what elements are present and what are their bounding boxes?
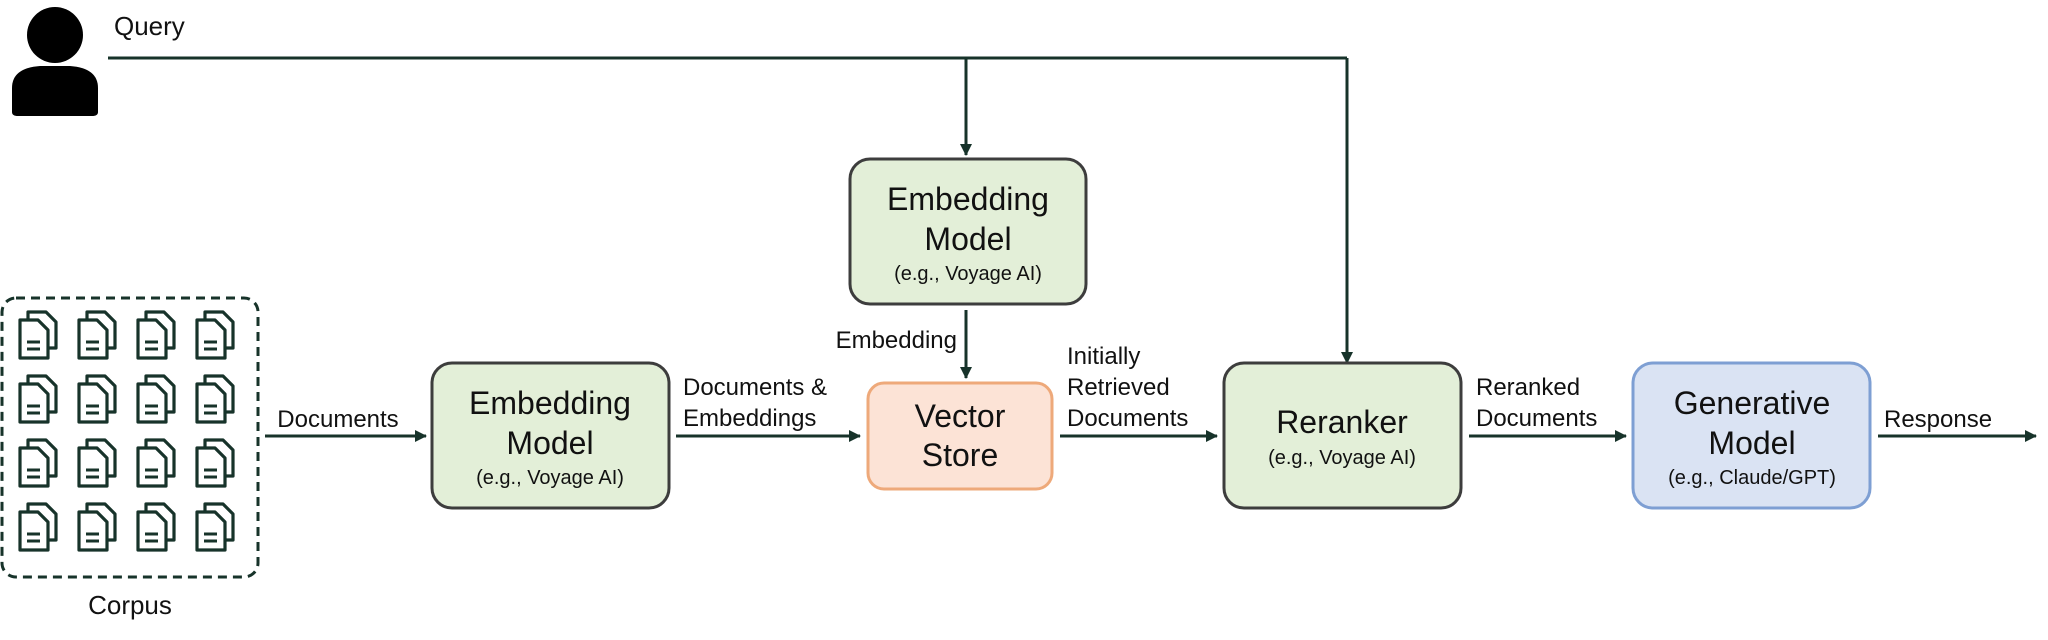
reranker-title: Reranker — [1276, 404, 1408, 440]
vector-store-title-2: Store — [922, 437, 998, 473]
reranked-label-2: Documents — [1476, 405, 1597, 432]
documents-label: Documents — [277, 406, 398, 433]
query-embedding-title-1: Embedding — [887, 181, 1049, 217]
document-stack-icon — [18, 310, 235, 552]
doc-embedding-subtitle: (e.g., Voyage AI) — [476, 467, 624, 489]
doc-embedding-title-1: Embedding — [469, 385, 631, 421]
corpus-border — [0, 296, 260, 579]
initially-label-3: Documents — [1067, 405, 1188, 432]
documents-embeddings-label-2: Embeddings — [683, 405, 816, 432]
generative-subtitle: (e.g., Claude/GPT) — [1668, 467, 1836, 489]
document-icon — [195, 438, 235, 488]
document-icon — [136, 310, 176, 360]
person-icon — [12, 7, 98, 116]
document-icon — [18, 374, 58, 424]
corpus-group — [0, 296, 260, 579]
generative-model-box: Generative Model (e.g., Claude/GPT) — [1631, 361, 1872, 510]
document-icon — [195, 310, 235, 360]
reranked-label-1: Reranked — [1476, 374, 1580, 401]
document-icon — [136, 502, 176, 552]
document-icon — [136, 438, 176, 488]
document-icon — [18, 502, 58, 552]
query-embedding-subtitle: (e.g., Voyage AI) — [894, 263, 1042, 285]
document-icon — [195, 502, 235, 552]
embedding-label: Embedding — [836, 327, 957, 354]
initially-label-2: Retrieved — [1067, 374, 1170, 401]
document-icon — [195, 374, 235, 424]
generative-title-2: Model — [1708, 425, 1795, 461]
documents-embeddings-label-1: Documents & — [683, 374, 827, 401]
reranker-subtitle: (e.g., Voyage AI) — [1268, 447, 1416, 469]
corpus-label: Corpus — [88, 590, 172, 620]
document-icon — [18, 310, 58, 360]
doc-embedding-title-2: Model — [506, 425, 593, 461]
response-label: Response — [1884, 406, 1992, 433]
document-icon — [77, 374, 117, 424]
initially-label-1: Initially — [1067, 343, 1140, 370]
document-icon — [136, 374, 176, 424]
document-embedding-model-box: Embedding Model (e.g., Voyage AI) — [430, 361, 671, 510]
document-icon — [18, 438, 58, 488]
vector-store-box: Vector Store — [866, 381, 1054, 491]
document-icon — [77, 438, 117, 488]
query-embedding-model-box: Embedding Model (e.g., Voyage AI) — [848, 157, 1088, 306]
reranker-box: Reranker (e.g., Voyage AI) — [1222, 361, 1463, 510]
query-label: Query — [114, 11, 185, 41]
vector-store-title-1: Vector — [915, 398, 1006, 434]
query-embedding-title-2: Model — [924, 221, 1011, 257]
document-icon — [77, 502, 117, 552]
document-icon — [77, 310, 117, 360]
generative-title-1: Generative — [1674, 385, 1831, 421]
